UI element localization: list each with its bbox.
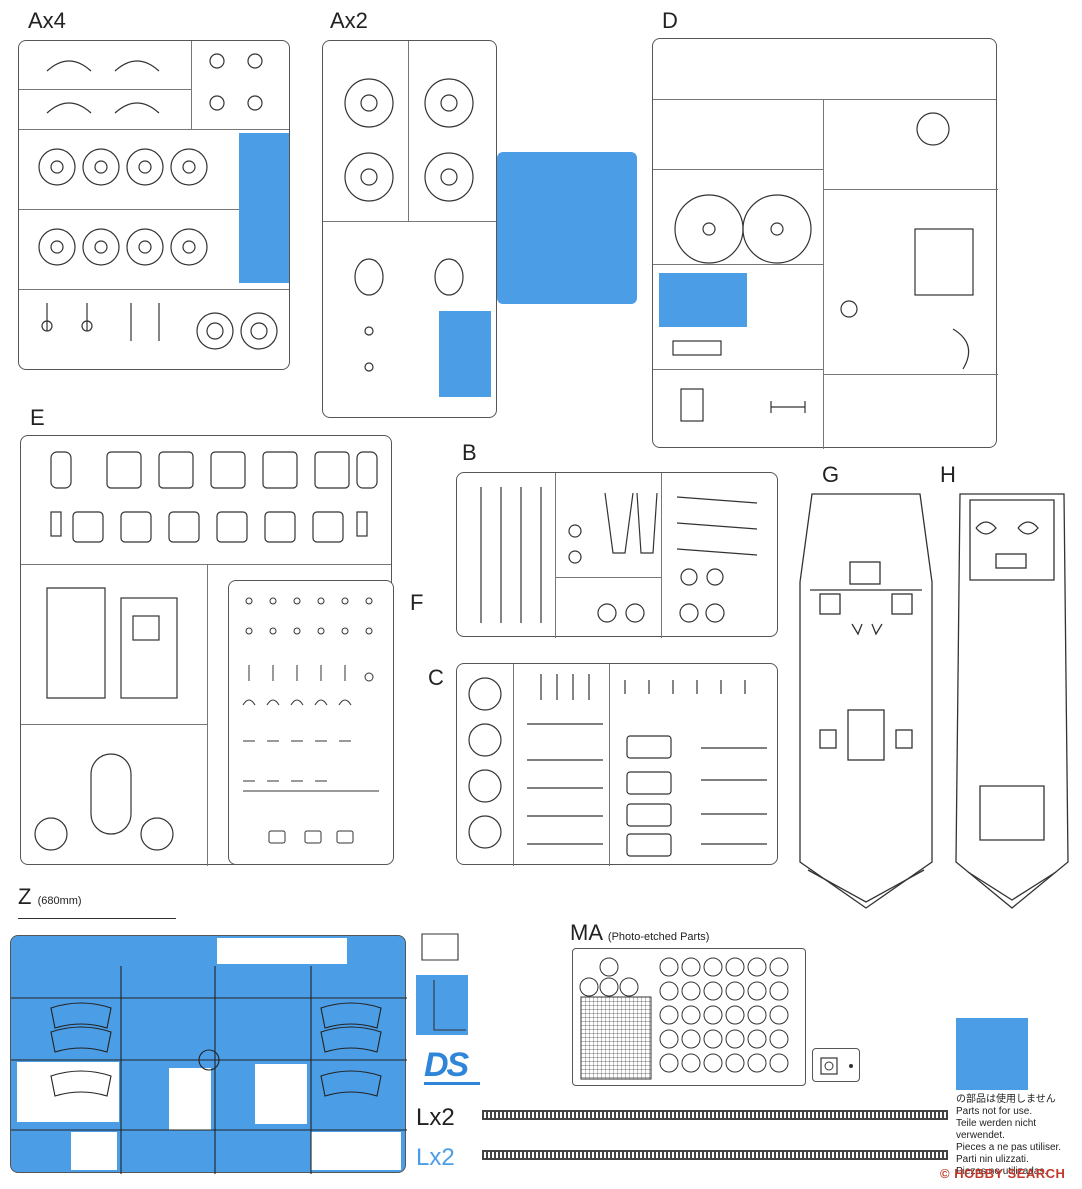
hull-deck-g [799, 493, 933, 909]
legend-line-fr: Pieces a ne pas utiliser. [956, 1142, 1062, 1153]
sprue-label-a2: Ax2 [330, 8, 368, 33]
sprue-d-parts [672, 112, 974, 422]
sprue-c [456, 663, 778, 866]
sprue-label-h: H [940, 462, 956, 487]
sprue-label-e: E [30, 405, 45, 430]
track-label-2: Lx2 [416, 1144, 455, 1171]
sprue-label-b: B [462, 440, 477, 465]
sprue-b-parts [480, 487, 758, 623]
sprue-label-d: D [662, 8, 678, 33]
legend-line-it: Parti nin ulizzati. [956, 1154, 1029, 1165]
small-part-frame [812, 1048, 860, 1082]
unused-parts-area [497, 152, 637, 304]
unused-parts-area [239, 133, 289, 283]
sprue-a2 [322, 40, 497, 418]
legend-line-ja: の部品は使用しません [956, 1094, 1056, 1105]
track-label-1: Lx2 [416, 1104, 455, 1131]
sprue-ma-parts [579, 957, 789, 1080]
sprue-label-z: Z (680mm) [18, 884, 82, 910]
track-1 [482, 1110, 948, 1120]
sprue-a [18, 40, 290, 370]
sprue-z-name: Z [18, 884, 32, 909]
legend-line-de: Teile werden nicht verwendet. [956, 1118, 1037, 1141]
sprue-z [10, 935, 407, 1174]
unused-parts-area [416, 975, 468, 1035]
sprue-ma [572, 948, 806, 1086]
sprue-f-parts [242, 597, 379, 844]
ds-logo: DS [424, 1048, 480, 1088]
sprue-e-parts [34, 451, 378, 851]
sprue-label-a: Ax4 [28, 8, 66, 33]
sprue-ma-name: MA [570, 920, 602, 945]
legend-line-es: Piezas no utilizadas. [956, 1166, 1048, 1177]
unused-legend-swatch [956, 1018, 1028, 1090]
sprue-f [228, 580, 394, 865]
sprue-c-parts [468, 674, 767, 857]
unused-parts-area [659, 273, 747, 327]
sprue-d [652, 38, 998, 449]
unused-legend-text: の部品は使用しません Parts not for use. Teile werd… [956, 1094, 1076, 1178]
ds-logo-text: DS [424, 1046, 469, 1084]
sprue-label-c: C [428, 665, 444, 690]
sprue-a2-parts [344, 78, 474, 372]
sprue-label-f: F [410, 590, 424, 615]
sprue-ma-note: (Photo-etched Parts) [607, 931, 710, 943]
hull-bottom-h [955, 493, 1069, 909]
bracket-parts [421, 933, 466, 1031]
sprue-b [456, 472, 778, 638]
sprue-z-parts [11, 966, 407, 1174]
unused-parts-area [439, 311, 491, 397]
sprue-z-note: (680mm) [37, 895, 82, 907]
track-2 [482, 1150, 948, 1160]
sprue-label-g: G [822, 462, 840, 487]
small-part [820, 1057, 853, 1075]
legend-line-en: Parts not for use. [956, 1106, 1033, 1117]
sprue-label-ma: MA (Photo-etched Parts) [570, 920, 709, 946]
sprue-a-parts [38, 53, 278, 350]
sprue-z-underline [18, 918, 176, 919]
watermark: © HOBBY SEARCH [940, 1166, 1066, 1181]
